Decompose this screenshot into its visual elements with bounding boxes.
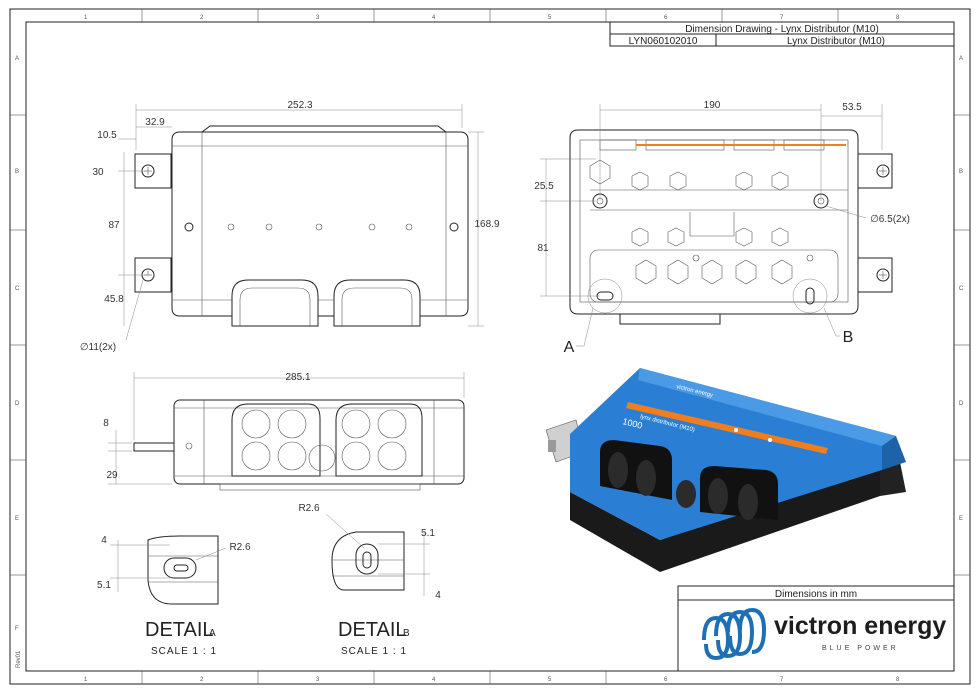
dim-bottom-height-b: 81 bbox=[537, 243, 549, 254]
grid-rows: A B C D E F A B C D E bbox=[10, 56, 970, 632]
grid-col-5-bottom: 5 bbox=[548, 677, 552, 683]
grid-col-1-bottom: 1 bbox=[84, 677, 88, 683]
grid-col-7: 7 bbox=[780, 15, 784, 21]
dim-bottom-width-b: 53.5 bbox=[842, 102, 862, 113]
grid-row-c-right: C bbox=[959, 286, 964, 292]
detail-b-callout: B bbox=[843, 329, 854, 346]
detail-b-radius: R2.6 bbox=[298, 503, 320, 514]
detail-b-dim-bottom: 4 bbox=[435, 590, 441, 601]
dim-top-offset-a: 32.9 bbox=[145, 117, 165, 128]
detail-a-dim-bottom: 5.1 bbox=[97, 580, 111, 591]
detail-b-dim-side: 5.1 bbox=[421, 528, 435, 539]
product-label-number: 1000 bbox=[622, 416, 644, 431]
detail-b-letter: B bbox=[403, 628, 410, 639]
dim-top-offset-b: 10.5 bbox=[97, 130, 117, 141]
logo-brand: victron energy bbox=[774, 612, 946, 640]
grid-col-7-bottom: 7 bbox=[780, 677, 784, 683]
grid-row-b-right: B bbox=[959, 169, 963, 175]
detail-a-dim-top: 4 bbox=[101, 535, 107, 546]
top-view-dimensions: 252.3 32.9 10.5 30 87 45.8 168.9 ∅11(2x) bbox=[80, 100, 500, 353]
detail-b-scale: SCALE 1 : 1 bbox=[341, 646, 407, 657]
grid-col-8-bottom: 8 bbox=[896, 677, 900, 683]
dim-front-height-b: 29 bbox=[106, 470, 118, 481]
grid-col-3-bottom: 3 bbox=[316, 677, 320, 683]
logo-block: Dimensions in mm victron energy BLUE POW… bbox=[677, 585, 955, 672]
product-render: lynx distributor (M10) 1000 victron ener… bbox=[545, 368, 906, 572]
detail-a-radius: R2.6 bbox=[229, 542, 251, 553]
dim-top-height-c: 45.8 bbox=[104, 294, 124, 305]
grid-row-a-right: A bbox=[959, 56, 963, 62]
part-name: Lynx Distributor (M10) bbox=[787, 36, 885, 47]
grid-row-d-right: D bbox=[959, 401, 964, 407]
detail-a-view: 4 5.1 R2.6 DETAIL A SCALE 1 : 1 bbox=[97, 535, 251, 657]
grid-col-4: 4 bbox=[432, 15, 436, 21]
grid-col-3: 3 bbox=[316, 15, 320, 21]
grid-row-c: C bbox=[15, 286, 20, 292]
detail-a-letter: A bbox=[209, 628, 216, 639]
logo-tagline: BLUE POWER bbox=[822, 645, 899, 652]
dim-bottom-hole: ∅6.5(2x) bbox=[870, 214, 910, 225]
grid-row-a: A bbox=[15, 56, 19, 62]
detail-b-view: R2.6 5.1 4 DETAIL B SCALE 1 : 1 bbox=[298, 503, 441, 657]
grid-columns: 1 2 3 4 5 6 7 8 1 2 3 4 5 6 7 8 bbox=[84, 9, 900, 684]
detail-a-scale: SCALE 1 : 1 bbox=[151, 646, 217, 657]
detail-a-title: DETAIL bbox=[145, 619, 214, 641]
detail-b-title: DETAIL bbox=[338, 619, 407, 641]
bottom-view-dimensions: 190 53.5 25.5 81 ∅6.5(2x) A B bbox=[534, 100, 910, 356]
grid-col-2: 2 bbox=[200, 15, 204, 21]
grid-row-e-right: E bbox=[959, 516, 963, 522]
victron-coil-icon bbox=[702, 607, 767, 661]
front-view bbox=[133, 399, 465, 491]
detail-a-callout: A bbox=[564, 339, 575, 356]
grid-col-2-bottom: 2 bbox=[200, 677, 204, 683]
dim-top-height-a: 30 bbox=[92, 167, 104, 178]
front-view-dimensions: 285.1 8 29 bbox=[103, 372, 465, 485]
dim-top-overall-width: 252.3 bbox=[287, 100, 312, 111]
product-orange-stripe bbox=[626, 402, 828, 454]
grid-col-4-bottom: 4 bbox=[432, 677, 436, 683]
dim-top-overall-height: 168.9 bbox=[474, 219, 499, 230]
dim-front-height-a: 8 bbox=[103, 418, 109, 429]
grid-col-6-bottom: 6 bbox=[664, 677, 668, 683]
grid-row-e: E bbox=[15, 516, 19, 522]
dim-front-overall-width: 285.1 bbox=[285, 372, 310, 383]
part-number: LYN060102010 bbox=[629, 36, 698, 47]
dim-top-hole: ∅11(2x) bbox=[80, 342, 116, 353]
grid-col-6: 6 bbox=[664, 15, 668, 21]
grid-row-b: B bbox=[15, 169, 19, 175]
grid-col-5: 5 bbox=[548, 15, 552, 21]
revision-label: Rev01 bbox=[16, 650, 22, 668]
dim-bottom-width-a: 190 bbox=[704, 100, 721, 111]
grid-row-d: D bbox=[15, 401, 20, 407]
dim-bottom-height-a: 25.5 bbox=[534, 181, 554, 192]
grid-col-1: 1 bbox=[84, 15, 88, 21]
top-view bbox=[134, 125, 469, 327]
dim-top-height-b: 87 bbox=[108, 220, 120, 231]
units-note: Dimensions in mm bbox=[775, 589, 857, 600]
grid-col-8: 8 bbox=[896, 15, 900, 21]
title-block: Dimension Drawing - Lynx Distributor (M1… bbox=[609, 21, 955, 47]
title-text: Dimension Drawing - Lynx Distributor (M1… bbox=[685, 24, 879, 35]
bottom-view bbox=[569, 129, 893, 325]
grid-row-f: F bbox=[15, 626, 19, 632]
